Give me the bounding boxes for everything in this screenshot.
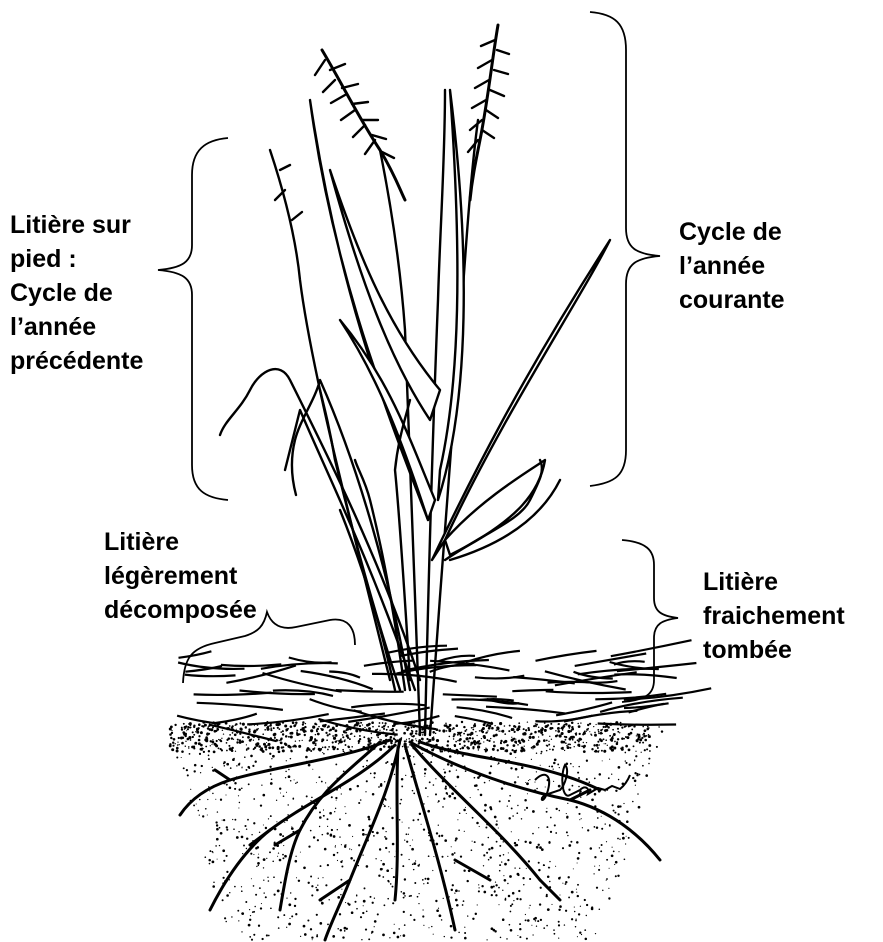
brace-standing-litter [158,138,228,500]
label-line: fraichement [703,599,845,633]
label-line: précédente [10,344,143,378]
soil-layer [169,721,663,941]
label-line: pied : [10,242,143,276]
label-standing-litter: Litière sur pied : Cycle de l’année préc… [10,208,143,378]
label-line: Cycle de [10,276,143,310]
label-current-cycle: Cycle de l’année courante [679,215,785,317]
label-decomposed-litter: Litière légèrement décomposée [104,525,257,627]
brace-current-cycle [590,12,660,486]
label-fresh-litter: Litière fraichement tombée [703,565,845,667]
label-line: l’année [10,310,143,344]
label-line: tombée [703,633,845,667]
grass-stems [220,25,610,735]
label-line: Cycle de [679,215,785,249]
label-line: Litière [703,565,845,599]
label-line: légèrement [104,559,257,593]
roots [180,740,660,940]
label-line: Litière [104,525,257,559]
label-line: Litière sur [10,208,143,242]
label-line: l’année [679,249,785,283]
label-line: courante [679,283,785,317]
label-line: décomposée [104,593,257,627]
